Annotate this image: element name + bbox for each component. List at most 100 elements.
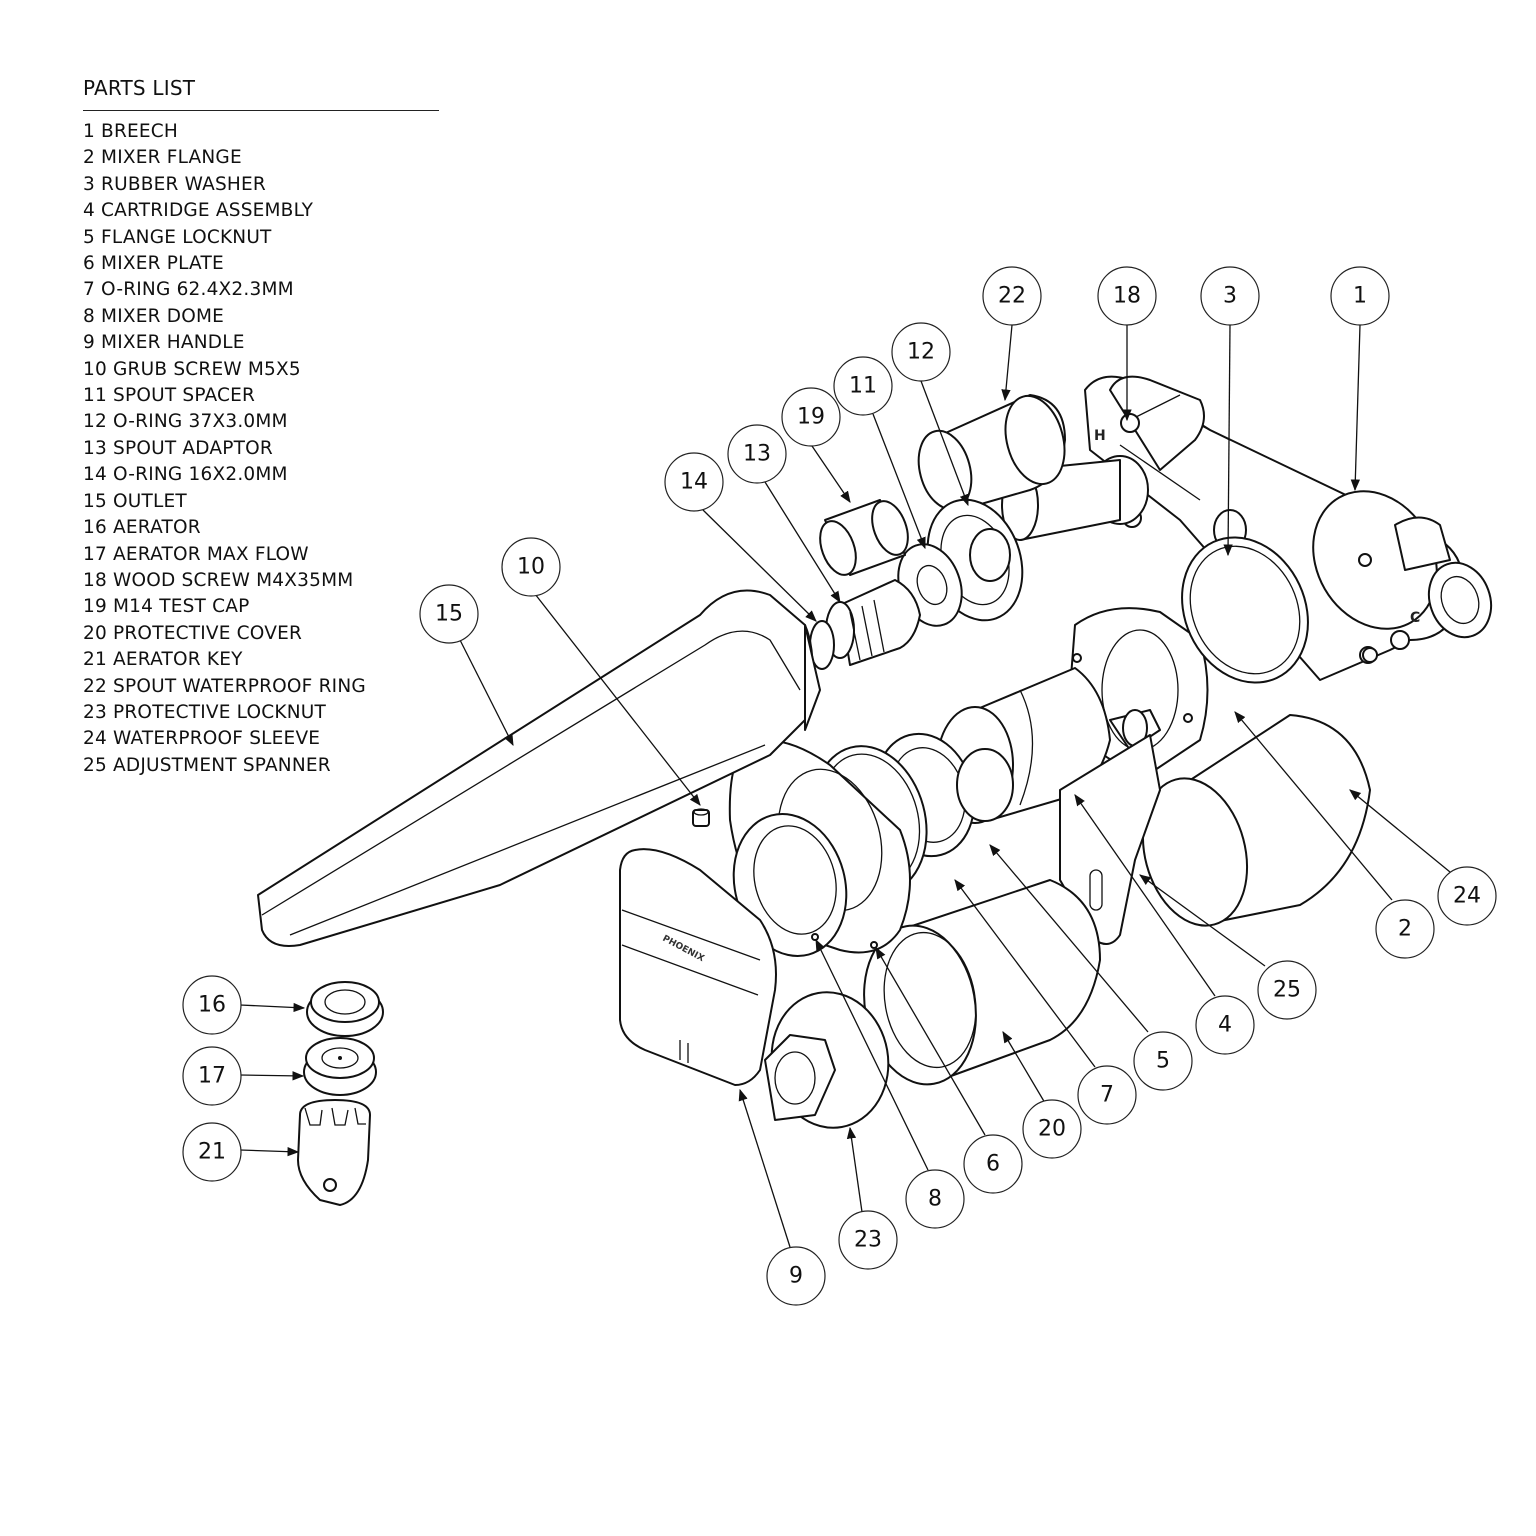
parts-list-item: 25 ADJUSTMENT SPANNER bbox=[83, 754, 331, 776]
callout-25: 25 bbox=[1257, 960, 1317, 1020]
parts-list-item: 22 SPOUT WATERPROOF RING bbox=[83, 675, 366, 697]
callout-number: 10 bbox=[517, 555, 545, 580]
part-waterproof-sleeve bbox=[1141, 714, 1371, 927]
callout-number: 25 bbox=[1273, 978, 1301, 1003]
leader-24 bbox=[1349, 789, 1451, 873]
parts-list-item: 8 MIXER DOME bbox=[83, 305, 225, 327]
leader-1 bbox=[1350, 324, 1361, 492]
callout-number: 19 bbox=[797, 405, 825, 430]
callout-number: 1 bbox=[1353, 284, 1367, 309]
parts-list-item: 20 PROTECTIVE COVER bbox=[83, 622, 303, 644]
parts-list-item: 18 WOOD SCREW M4X35MM bbox=[83, 569, 354, 591]
parts-list-item: 12 O-RING 37X3.0MM bbox=[83, 411, 288, 433]
callout-22: 22 bbox=[982, 266, 1042, 326]
leader-5 bbox=[989, 844, 1149, 1033]
part-spout-waterproof-ring bbox=[917, 394, 1066, 511]
callout-4: 4 bbox=[1195, 995, 1255, 1055]
callout-19: 19 bbox=[781, 387, 841, 447]
part-protective-cover bbox=[863, 879, 1101, 1086]
parts-list-item: 23 PROTECTIVE LOCKNUT bbox=[83, 701, 327, 723]
leader-9 bbox=[738, 1088, 791, 1248]
part-mixer-dome bbox=[732, 813, 848, 957]
callout-20: 20 bbox=[1022, 1099, 1082, 1159]
leader-3 bbox=[1223, 324, 1233, 557]
callout-18: 18 bbox=[1097, 266, 1157, 326]
callout-1: 1 bbox=[1330, 266, 1390, 326]
hot-marking: H bbox=[1094, 428, 1106, 444]
leader-17 bbox=[239, 1071, 305, 1081]
leader-19 bbox=[811, 445, 851, 503]
callout-12: 12 bbox=[891, 322, 951, 382]
part-aerator-key bbox=[297, 1099, 371, 1206]
leader-21 bbox=[239, 1146, 300, 1157]
callout-6: 6 bbox=[963, 1134, 1023, 1194]
callout-number: 7 bbox=[1100, 1083, 1114, 1108]
callout-23: 23 bbox=[838, 1210, 898, 1270]
parts-list-item: 14 O-RING 16X2.0MM bbox=[83, 464, 288, 486]
callout-number: 6 bbox=[986, 1152, 1000, 1177]
callout-number: 23 bbox=[854, 1228, 882, 1253]
callout-number: 20 bbox=[1038, 1117, 1066, 1142]
callout-number: 15 bbox=[435, 602, 463, 627]
callout-number: 22 bbox=[998, 284, 1026, 309]
leader-2 bbox=[1234, 711, 1393, 901]
callout-number: 3 bbox=[1223, 284, 1237, 309]
leader-7 bbox=[954, 879, 1096, 1068]
leader-15 bbox=[459, 639, 514, 747]
leader-13 bbox=[764, 481, 841, 603]
parts-list-item: 11 SPOUT SPACER bbox=[83, 385, 256, 407]
leader-25 bbox=[1139, 874, 1266, 967]
callout-14: 14 bbox=[664, 452, 724, 512]
callout-number: 14 bbox=[680, 470, 708, 495]
parts-list-title: PARTS LIST bbox=[83, 74, 439, 111]
callout-number: 13 bbox=[743, 442, 771, 467]
callout-number: 18 bbox=[1113, 284, 1141, 309]
callout-number: 17 bbox=[198, 1064, 226, 1089]
parts-list: PARTS LIST 1 BREECH 2 MIXER FLANGE 3 RUB… bbox=[83, 74, 439, 779]
parts-list-item: 4 CARTRIDGE ASSEMBLY bbox=[83, 200, 314, 222]
parts-list-item: 3 RUBBER WASHER bbox=[83, 173, 266, 195]
leader-8 bbox=[815, 938, 929, 1171]
callout-11: 11 bbox=[833, 356, 893, 416]
part-outlet bbox=[257, 589, 821, 947]
parts-list-item: 1 BREECH bbox=[83, 121, 179, 142]
leader-lines bbox=[239, 324, 1451, 1248]
callout-10: 10 bbox=[501, 537, 561, 597]
callout-number: 16 bbox=[198, 993, 226, 1018]
part-grub-screw bbox=[692, 808, 710, 827]
parts-list-item: 24 WATERPROOF SLEEVE bbox=[83, 728, 321, 750]
callout-7: 7 bbox=[1077, 1065, 1137, 1125]
parts-list-item: 16 AERATOR bbox=[83, 517, 201, 539]
part-spout-adaptor bbox=[809, 579, 921, 670]
callout-24: 24 bbox=[1437, 866, 1497, 926]
parts-list-item: 15 OUTLET bbox=[83, 490, 187, 512]
leader-12 bbox=[920, 380, 969, 507]
callout-number: 9 bbox=[789, 1264, 803, 1289]
part-rubber-washer bbox=[1181, 536, 1309, 684]
callout-number: 8 bbox=[928, 1187, 942, 1212]
callout-21: 21 bbox=[182, 1122, 242, 1182]
leader-23 bbox=[846, 1126, 863, 1213]
part-aerator bbox=[306, 981, 384, 1037]
leader-14 bbox=[702, 509, 817, 622]
callout-15: 15 bbox=[419, 584, 479, 644]
callout-number: 4 bbox=[1218, 1013, 1232, 1038]
callout-17: 17 bbox=[182, 1046, 242, 1106]
callout-number: 12 bbox=[907, 340, 935, 365]
part-test-cap bbox=[819, 499, 909, 576]
callout-number: 24 bbox=[1453, 884, 1481, 909]
callout-8: 8 bbox=[905, 1169, 965, 1229]
parts-list-item: 17 AERATOR MAX FLOW bbox=[83, 543, 309, 565]
callout-3: 3 bbox=[1200, 266, 1260, 326]
parts-list-item: 9 MIXER HANDLE bbox=[83, 332, 245, 354]
parts-list-item: 21 AERATOR KEY bbox=[83, 649, 243, 671]
parts-list-item: 19 M14 TEST CAP bbox=[83, 596, 250, 618]
callout-13: 13 bbox=[727, 424, 787, 484]
leader-22 bbox=[1001, 324, 1013, 402]
leader-10 bbox=[534, 593, 701, 806]
leader-11 bbox=[872, 413, 926, 550]
callout-16: 16 bbox=[182, 975, 242, 1035]
parts-list-item: 2 MIXER FLANGE bbox=[83, 147, 242, 169]
parts-list-items: 1 BREECH 2 MIXER FLANGE 3 RUBBER WASHER … bbox=[83, 119, 439, 779]
